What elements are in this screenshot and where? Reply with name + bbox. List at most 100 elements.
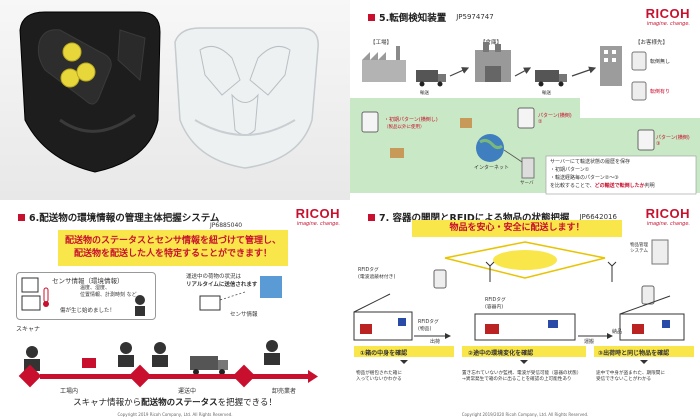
step-banner-3-text: ③出荷時と同じ物品を確認 bbox=[598, 349, 670, 357]
tray-photo-illustration bbox=[0, 0, 350, 200]
pattern-3-label: パターン(横倒) ③ bbox=[656, 135, 690, 147]
sensor-detail: 温度、湿度、 位置情報、計測時刻 など bbox=[80, 285, 137, 298]
worker-icon-2 bbox=[118, 342, 134, 367]
internet-label: インターネット bbox=[474, 165, 510, 171]
fall-label: 転倒有り bbox=[650, 89, 671, 95]
no-fall-label: 転倒無し bbox=[650, 59, 671, 65]
title-marker-icon bbox=[368, 213, 375, 221]
server-note-line1: サーバーにて輸送状態の履歴を保存 bbox=[550, 159, 630, 165]
section-title: 5.転倒検知装置 JP5974747 bbox=[368, 10, 494, 24]
patent-number: JP6642016 bbox=[579, 213, 617, 221]
sensor-device-icon bbox=[21, 277, 39, 293]
stage-transit: 運送中 bbox=[178, 388, 197, 395]
box-diamond-icon-2 bbox=[128, 364, 152, 388]
open-box-icon bbox=[199, 295, 221, 311]
device-icon-fall bbox=[631, 81, 647, 101]
thermometer-icon bbox=[43, 287, 49, 303]
handheld-reader-icon bbox=[433, 269, 447, 289]
highlight-banner: 物品を安心・安全に配送します！ bbox=[412, 220, 622, 237]
transport-label: 輸送 bbox=[420, 91, 429, 96]
box-icon bbox=[390, 148, 404, 158]
factory-icon bbox=[362, 46, 406, 82]
copyright: Copyright 2019/2020 Ricoh Company, Ltd. … bbox=[461, 412, 589, 417]
server-label: サーバ bbox=[520, 181, 534, 186]
rfid-flow-diagram bbox=[353, 239, 694, 364]
container-box-2 bbox=[474, 313, 576, 341]
antenna-icon-2 bbox=[607, 261, 617, 282]
truck-icon bbox=[416, 70, 446, 87]
section-title: 7. 容器の開閉とRFIDによる物品の状態把握 JP6642016 bbox=[368, 210, 617, 224]
tablet-icon-3 bbox=[637, 129, 655, 151]
note-2: 置き忘れていないか監視、電波が受信可能（容器の状態） →異常発生で箱の外に出るこ… bbox=[462, 371, 582, 382]
box-icon-2 bbox=[460, 118, 472, 128]
rfid-container-panel: 7. 容器の開閉とRFIDによる物品の状態把握 JP6642016 RICOH … bbox=[350, 200, 700, 420]
server-label: 物品管理 システム bbox=[630, 243, 648, 254]
bottom-message: スキャナ情報から配送物のステータスを把握できる！ bbox=[73, 398, 277, 408]
note-1: 物品が梱包された箱に 入っていないかわかる bbox=[356, 371, 402, 382]
title-marker-icon bbox=[18, 213, 25, 221]
device-icon-ok bbox=[631, 51, 647, 71]
tablet-icon-2 bbox=[517, 107, 535, 129]
antenna-icon bbox=[485, 261, 495, 282]
container-box-1 bbox=[353, 293, 413, 341]
section-title: 6.配送物の環境情報の管理主体把握システム bbox=[18, 210, 219, 224]
ricoh-logo: RICOH imagine. change. bbox=[645, 6, 690, 27]
network-cloud bbox=[493, 250, 557, 270]
server-note-line4: を比較することで、どの輸送で転倒したか判明 bbox=[550, 183, 655, 189]
server-note-box bbox=[545, 155, 697, 195]
tray-photo bbox=[0, 0, 350, 200]
pattern-1b-label: （製品以外に使用） bbox=[384, 125, 425, 130]
rfid-tag-label-3: RFIDタグ (物品) bbox=[418, 320, 439, 332]
pattern-1-label: ・初期パターン(横倒し) bbox=[384, 117, 438, 123]
step-carry: 運搬 bbox=[584, 339, 595, 345]
box-diamond-icon-3 bbox=[232, 364, 256, 388]
progress-arrow bbox=[40, 374, 310, 379]
tablet-icon bbox=[361, 111, 379, 133]
server-note-line3: ・輸送経路毎のパターン②～③ bbox=[550, 175, 619, 181]
title-marker-icon bbox=[368, 13, 375, 21]
copyright: Copyright 2019 Ricoh Company, Ltd. All R… bbox=[117, 412, 233, 417]
ricoh-logo: RICOH imagine. change. bbox=[295, 206, 340, 227]
truck-icon-2 bbox=[535, 70, 567, 87]
network-diamond bbox=[444, 241, 606, 279]
rfid-tag-label-1: RFIDタグ (電波遮蔽材付き) bbox=[358, 268, 396, 280]
highlight-banner: 配送物のステータスとセンサ情報を紐づけて管理し、 配送物を配送した人を特定するこ… bbox=[58, 230, 288, 266]
column-factory: 【工場】 bbox=[370, 40, 393, 46]
column-warehouse: 【倉庫】 bbox=[480, 40, 503, 46]
database-icon bbox=[260, 276, 282, 298]
stage-factory: 工場内 bbox=[60, 388, 79, 395]
person-icon bbox=[135, 295, 145, 305]
environment-management-panel: 6.配送物の環境情報の管理主体把握システム RICOH imagine. cha… bbox=[0, 200, 350, 420]
fall-detection-diagram bbox=[350, 42, 700, 195]
parcel-red-icon bbox=[82, 358, 96, 368]
delivery-flow-diagram bbox=[18, 276, 318, 388]
rfid-tag-label-2: RFIDタグ (容器内) bbox=[485, 298, 506, 310]
customer-building-icon bbox=[600, 46, 622, 86]
pattern-2-label: パターン(横倒) ② bbox=[538, 113, 572, 125]
step-banner-2-text: ②途中の環境変化を確認 bbox=[468, 349, 534, 357]
step-banner-2 bbox=[462, 346, 586, 357]
container-box-3 bbox=[619, 295, 685, 341]
damage-note: 傷が生じ始めました！ bbox=[60, 308, 116, 314]
handheld-reader-icon-2 bbox=[641, 285, 655, 305]
stage-wholesaler: 卸売業者 bbox=[272, 388, 297, 395]
realtime-line1: 運送中の荷物の状況は bbox=[186, 274, 242, 280]
server-icon bbox=[651, 239, 669, 265]
step-banner-1 bbox=[354, 346, 454, 357]
worker-icon-3 bbox=[152, 342, 168, 367]
server-note-line2: ・初期パターン① bbox=[550, 167, 590, 173]
step-banner-3 bbox=[594, 346, 694, 357]
sensor-info-box bbox=[16, 272, 156, 320]
column-customer: 【お客様先】 bbox=[635, 40, 669, 46]
step-deliver: 納品 bbox=[612, 329, 623, 335]
parcel-icon bbox=[21, 295, 41, 311]
scanner-label: スキャナ bbox=[16, 326, 41, 333]
fall-detection-panel: 5.転倒検知装置 JP5974747 RICOH imagine. change… bbox=[350, 0, 700, 200]
worker-icon-4 bbox=[264, 340, 280, 365]
step-ship: 出荷 bbox=[430, 339, 441, 345]
ricoh-logo: RICOH imagine. change. bbox=[645, 206, 690, 227]
warehouse-icon bbox=[475, 42, 511, 82]
realtime-line2: リアルタイムに送信されます bbox=[186, 282, 258, 288]
transport-label-2: 輸送 bbox=[542, 91, 551, 96]
truck-icon bbox=[190, 356, 218, 370]
